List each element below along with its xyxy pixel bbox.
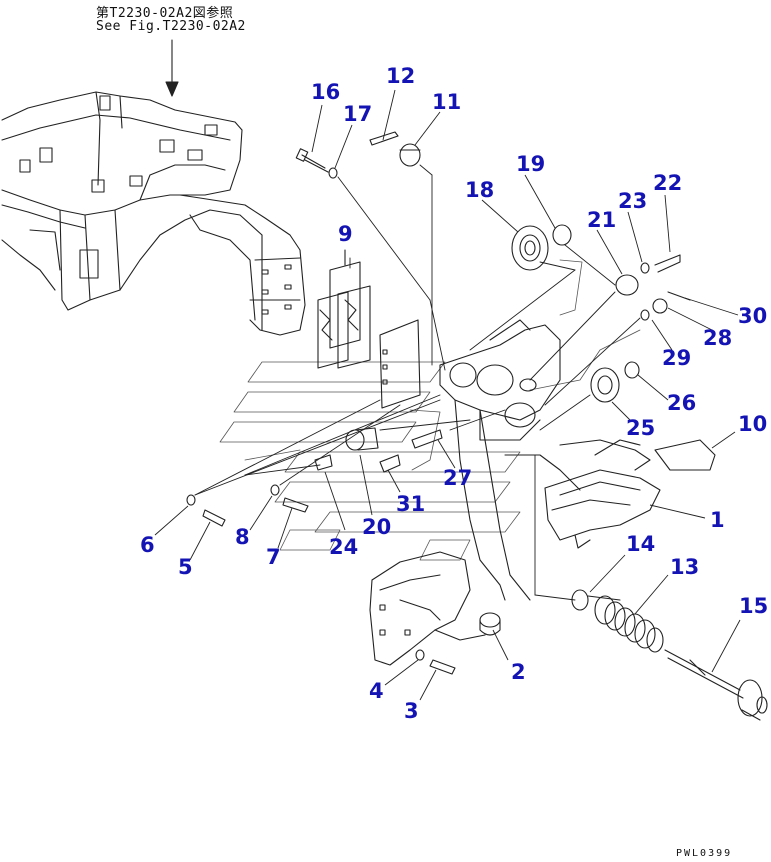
pedal-foot — [544, 439, 661, 549]
callout-27[interactable]: 27 — [443, 466, 473, 490]
callout-19[interactable]: 19 — [516, 152, 546, 176]
callout-13[interactable]: 13 — [670, 555, 700, 579]
callout-26[interactable]: 26 — [667, 391, 697, 415]
reference-arrow — [165, 39, 179, 97]
watermark-logo — [219, 259, 641, 561]
callout-6[interactable]: 6 — [140, 533, 155, 557]
callout-leaders — [154, 89, 741, 701]
bracket-plate — [379, 319, 421, 409]
spacer-21 — [615, 274, 639, 296]
spring-assembly — [571, 589, 664, 653]
callout-29[interactable]: 29 — [662, 346, 692, 370]
callout-18[interactable]: 18 — [465, 178, 495, 202]
washer-6 — [186, 494, 196, 506]
callout-4[interactable]: 4 — [369, 679, 384, 703]
bearing-25 — [590, 367, 620, 403]
bushing-part — [479, 612, 501, 636]
callout-3[interactable]: 3 — [404, 699, 419, 723]
bolt-27 — [411, 429, 443, 449]
main-frame — [1, 91, 306, 336]
nut-28 — [652, 298, 668, 314]
assembly-lines — [194, 164, 641, 601]
reference-note-japanese: 第T2230-02A2図参照 — [96, 6, 234, 21]
bolt-7 — [282, 497, 309, 513]
grease-fitting-24 — [314, 454, 333, 471]
shim-plates — [317, 249, 371, 369]
plate-part — [654, 439, 716, 471]
callout-20[interactable]: 20 — [362, 515, 392, 539]
bearing-18 — [511, 225, 549, 271]
callout-2[interactable]: 2 — [511, 660, 526, 684]
washer-4 — [415, 649, 425, 661]
callout-1[interactable]: 1 — [710, 508, 725, 532]
washer-29 — [640, 309, 650, 321]
callout-24[interactable]: 24 — [329, 535, 359, 559]
callout-12[interactable]: 12 — [386, 64, 416, 88]
callout-28[interactable]: 28 — [703, 326, 733, 350]
callout-9[interactable]: 9 — [338, 222, 353, 246]
callout-7[interactable]: 7 — [266, 545, 281, 569]
callout-30[interactable]: 30 — [738, 304, 768, 328]
callout-23[interactable]: 23 — [618, 189, 648, 213]
pin-12 — [369, 131, 399, 146]
nut-19 — [552, 224, 572, 246]
callout-21[interactable]: 21 — [587, 208, 617, 232]
bolt-16 — [295, 148, 329, 173]
lower-bracket — [369, 551, 486, 666]
callout-11[interactable]: 11 — [432, 90, 462, 114]
callout-8[interactable]: 8 — [235, 525, 250, 549]
washer-8 — [270, 484, 280, 496]
callout-31[interactable]: 31 — [396, 492, 426, 516]
bolt-5 — [202, 509, 226, 527]
rod-bolt — [664, 649, 768, 721]
nut-11 — [399, 143, 421, 167]
drawing-code: PWL0399 — [676, 848, 733, 859]
pedal-arm — [454, 399, 581, 601]
callout-5[interactable]: 5 — [178, 555, 193, 579]
bolt-3 — [429, 659, 456, 675]
callout-14[interactable]: 14 — [626, 532, 656, 556]
callout-22[interactable]: 22 — [653, 171, 683, 195]
bolt-22 — [654, 254, 681, 273]
pedal-bracket — [439, 319, 561, 441]
callout-16[interactable]: 16 — [311, 80, 341, 104]
callout-25[interactable]: 25 — [626, 416, 656, 440]
callout-15[interactable]: 15 — [739, 594, 769, 618]
reference-note-english: See Fig.T2230-02A2 — [96, 19, 246, 34]
washer-17 — [328, 167, 338, 179]
callout-17[interactable]: 17 — [343, 102, 373, 126]
washer-23 — [640, 262, 650, 274]
callout-10[interactable]: 10 — [738, 412, 768, 436]
bushing-26 — [624, 361, 640, 379]
grease-fitting-31 — [379, 454, 401, 473]
